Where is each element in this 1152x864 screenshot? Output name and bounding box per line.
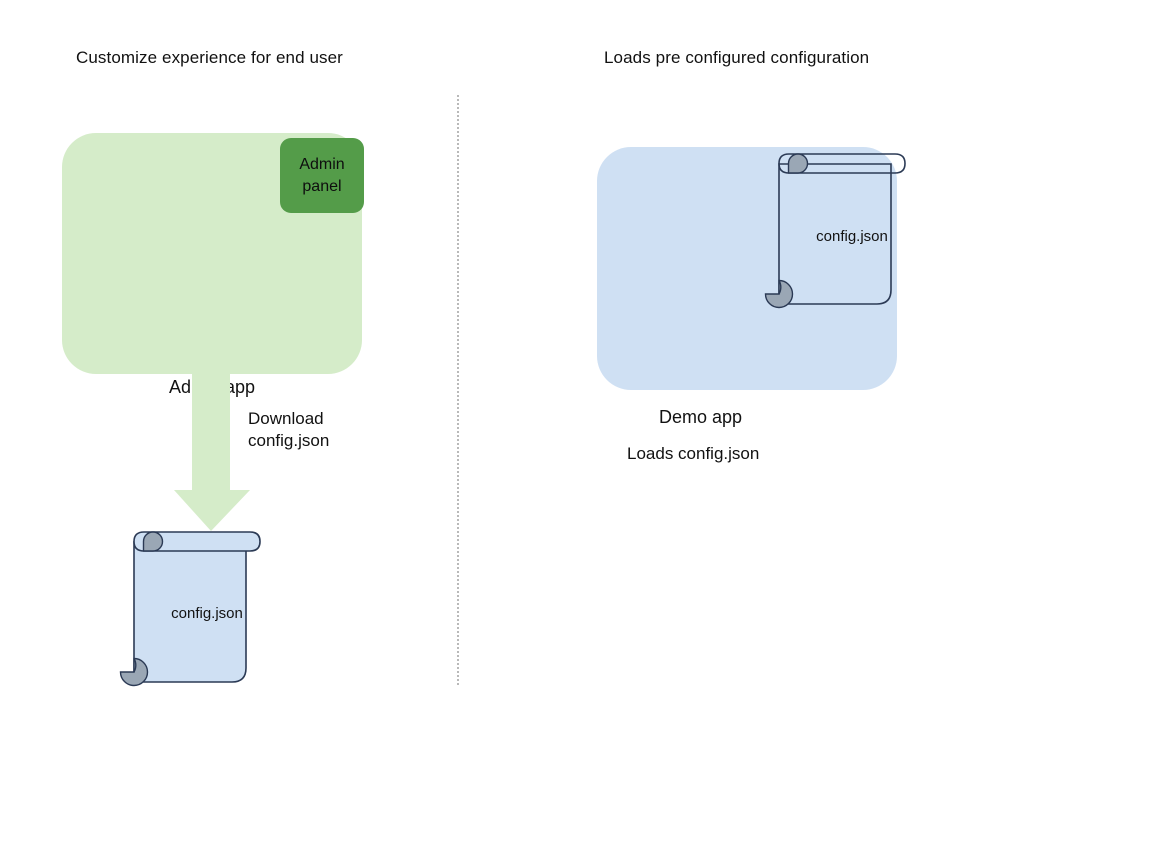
admin-panel-chip[interactable]: Admin panel [280,138,364,213]
download-arrow [174,374,250,532]
document-body [133,541,247,683]
right-column-title: Loads pre configured configuration [604,48,870,67]
config-json-label-left: config.json [171,605,243,622]
download-arrow-shape [174,374,250,531]
config-json-document-right[interactable]: config.json [763,150,913,312]
left-column-title: Customize experience for end user [76,48,343,67]
admin-app-box[interactable]: Admin app Admin panel [62,133,364,397]
download-arrow-label: Download config.json [248,409,330,450]
document-bottom-curl-arc [133,658,137,673]
admin-panel-chip-label: Admin panel [299,155,345,195]
document-top-curl-knob [787,153,809,174]
document-top-curl [778,153,906,174]
config-json-document-left[interactable]: config.json [118,528,268,690]
document-top-curl [133,531,261,552]
config-json-label-right: config.json [816,228,888,245]
document-top-curl-knob [142,531,164,552]
document-bottom-curl-arc [778,280,782,295]
document-bottom-curl-knob [764,279,794,309]
demo-app-box[interactable]: Demo app [597,147,897,427]
demo-app-label: Demo app [658,407,743,427]
document-bottom-curl-knob [119,657,149,687]
loads-config-caption: Loads config.json [627,444,760,463]
document-body [778,163,892,305]
vertical-dotted-divider [457,95,459,685]
